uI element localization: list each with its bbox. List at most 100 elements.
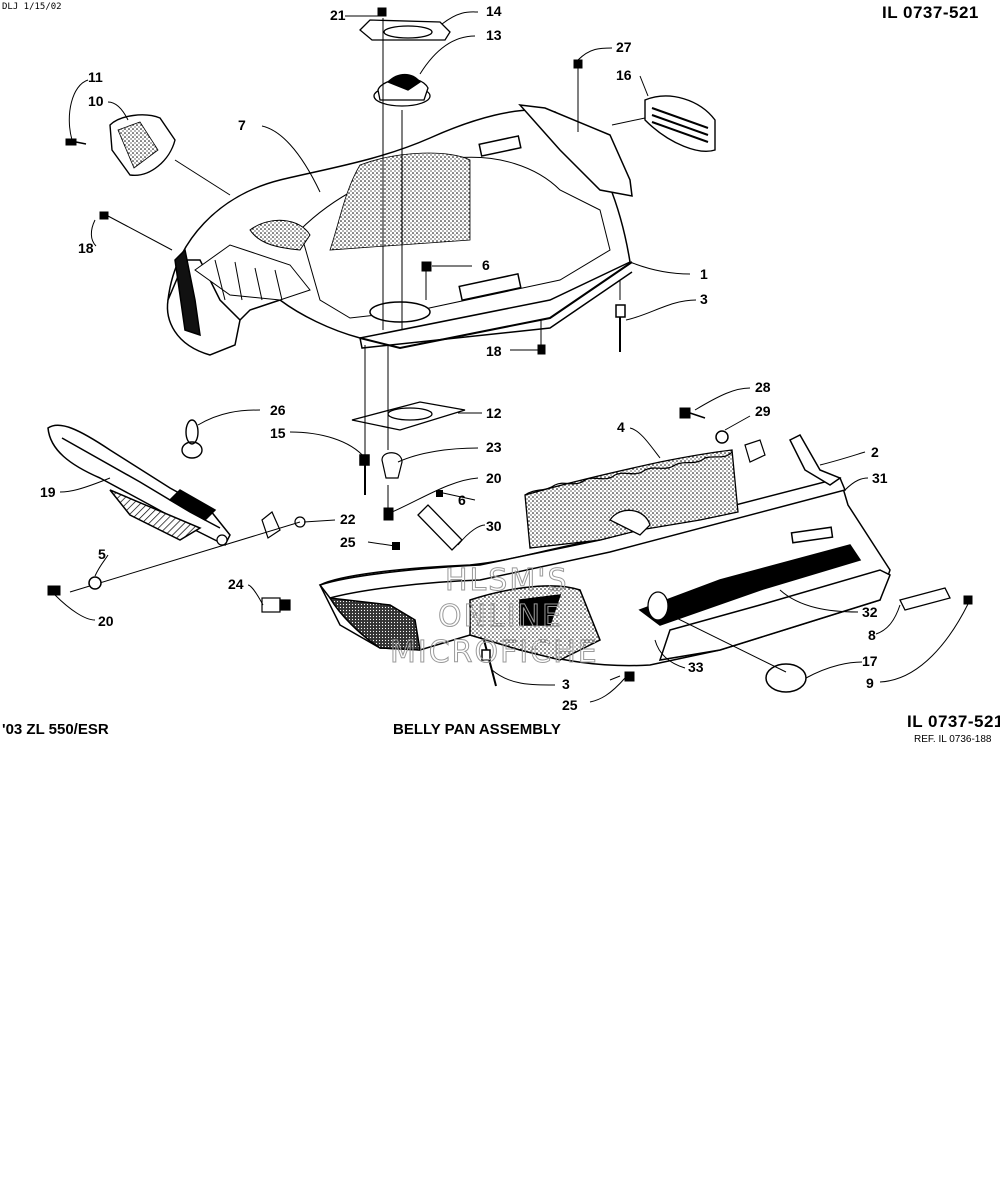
part-15-bolt <box>359 454 370 495</box>
lower-pan-left-nose <box>328 597 421 651</box>
callout-20: 20 <box>486 470 502 486</box>
part-18-screw-bottom <box>537 320 546 355</box>
callout-4: 4 <box>617 419 625 435</box>
leader-bumper-bolt <box>69 521 301 593</box>
upper-pan-slot-2 <box>478 135 522 157</box>
leader-lines <box>54 11 969 703</box>
part-28-bolt <box>679 407 706 419</box>
lower-belly-pan-part <box>318 434 891 667</box>
part-3-rivet-lower <box>481 639 497 687</box>
upper-pan-steering-hole <box>369 301 431 323</box>
callout-30: 30 <box>486 518 502 534</box>
illustration-number-top: IL 0737-521 <box>882 3 979 22</box>
callout-11: 11 <box>88 69 103 85</box>
part-16-vent <box>644 95 716 152</box>
part-23-clip <box>381 452 403 479</box>
belly-pan-diagram: HLSM'S ONLINE MICROFICHE 211413271611107… <box>40 3 973 713</box>
callout-2: 2 <box>871 444 879 460</box>
part-29-washer <box>715 430 729 444</box>
watermark-line-1: HLSM'S <box>445 563 569 598</box>
upper-pan-wall-lines <box>214 259 283 301</box>
model-label: '03 ZL 550/ESR <box>2 721 109 738</box>
part-21-screw <box>377 7 387 17</box>
upper-pan-curve-shade <box>329 152 471 251</box>
callout-27: 27 <box>616 39 632 55</box>
upper-pan-right-rail <box>518 104 633 197</box>
part-4-insulation <box>524 449 739 549</box>
callout-13: 13 <box>486 27 502 43</box>
part-25-screw-top <box>392 542 400 550</box>
part-6-nut-lower <box>436 490 443 497</box>
callout-31: 31 <box>872 470 888 486</box>
part-8-emblem <box>899 587 951 611</box>
upper-pan-left-flange <box>194 244 311 301</box>
upper-pan-left-vent <box>249 219 311 251</box>
leader-16-vent <box>611 117 646 126</box>
upper-pan-slot <box>458 273 522 301</box>
callout-22: 22 <box>340 511 356 527</box>
callout-25: 25 <box>340 534 356 550</box>
upper-belly-pan-part <box>166 104 633 356</box>
watermark-line-2: ONLINE <box>438 599 563 634</box>
callout-12: 12 <box>486 405 502 421</box>
callout-5: 5 <box>98 546 106 562</box>
callout-32: 32 <box>862 604 878 620</box>
callout-6: 6 <box>458 492 466 508</box>
lower-pan-slot <box>790 526 834 544</box>
callout-28: 28 <box>755 379 771 395</box>
leader-17-plug <box>649 604 787 673</box>
part-26-clamp <box>181 419 203 459</box>
part-20-bolt-mid <box>383 485 394 521</box>
callout-18: 18 <box>78 240 94 256</box>
date-code: DLJ 1/15/02 <box>2 2 62 12</box>
lower-pan-dark-band <box>638 544 862 626</box>
lower-pan-dark-wedge <box>519 594 562 626</box>
callout-14: 14 <box>486 3 502 19</box>
callout-3: 3 <box>700 291 708 307</box>
part-22-washer <box>261 511 306 539</box>
part-19-front-bumper <box>47 424 231 547</box>
callout-16: 16 <box>616 67 632 83</box>
part-18-screw-left <box>99 211 173 251</box>
callout-1: 1 <box>700 266 708 282</box>
bumper-mount-hole <box>216 534 228 546</box>
upper-pan-front-lip <box>359 271 633 349</box>
part-12-plate <box>351 401 466 431</box>
upper-pan-left-wall-dark <box>174 248 201 337</box>
lower-pan-right-bracket <box>788 434 842 486</box>
part-13-boot <box>373 73 431 107</box>
part-14-plate <box>359 19 451 41</box>
lower-pan-lower-panel <box>658 569 891 661</box>
part-3-rivet <box>615 280 626 352</box>
callout-3: 3 <box>562 676 570 692</box>
callout-26: 26 <box>270 402 286 418</box>
callout-21: 21 <box>330 7 346 23</box>
callout-9: 9 <box>866 675 874 691</box>
callout-8: 8 <box>868 627 876 643</box>
callout-24: 24 <box>228 576 244 592</box>
part-9-screw <box>963 595 973 605</box>
illustration-number-bottom: IL 0737-521 <box>907 712 1000 731</box>
part-30-bracket <box>417 504 463 551</box>
upper-pan-front-edge <box>359 261 633 350</box>
callout-17: 17 <box>862 653 878 669</box>
callout-15: 15 <box>270 425 286 441</box>
lower-pan-mount-tab <box>744 439 766 463</box>
part-20-bolt-left <box>47 585 61 596</box>
reference-label: REF. IL 0736-188 <box>914 734 992 745</box>
leader-10-duct <box>174 159 231 196</box>
part-6-nut <box>421 261 432 272</box>
watermark-line-3: MICROFICHE <box>390 635 599 670</box>
callout-20: 20 <box>98 613 114 629</box>
part-5-washer <box>88 576 102 590</box>
part-24-clip <box>261 597 291 613</box>
lower-pan-plug-hole <box>647 591 669 621</box>
part-11-screw <box>65 138 87 146</box>
callout-10: 10 <box>88 93 104 109</box>
part-10-duct <box>109 114 176 176</box>
callout-23: 23 <box>486 439 502 455</box>
callout-29: 29 <box>755 403 771 419</box>
part-17-plug <box>765 663 807 693</box>
watermark-text: HLSM'S ONLINE MICROFICHE <box>390 563 599 671</box>
